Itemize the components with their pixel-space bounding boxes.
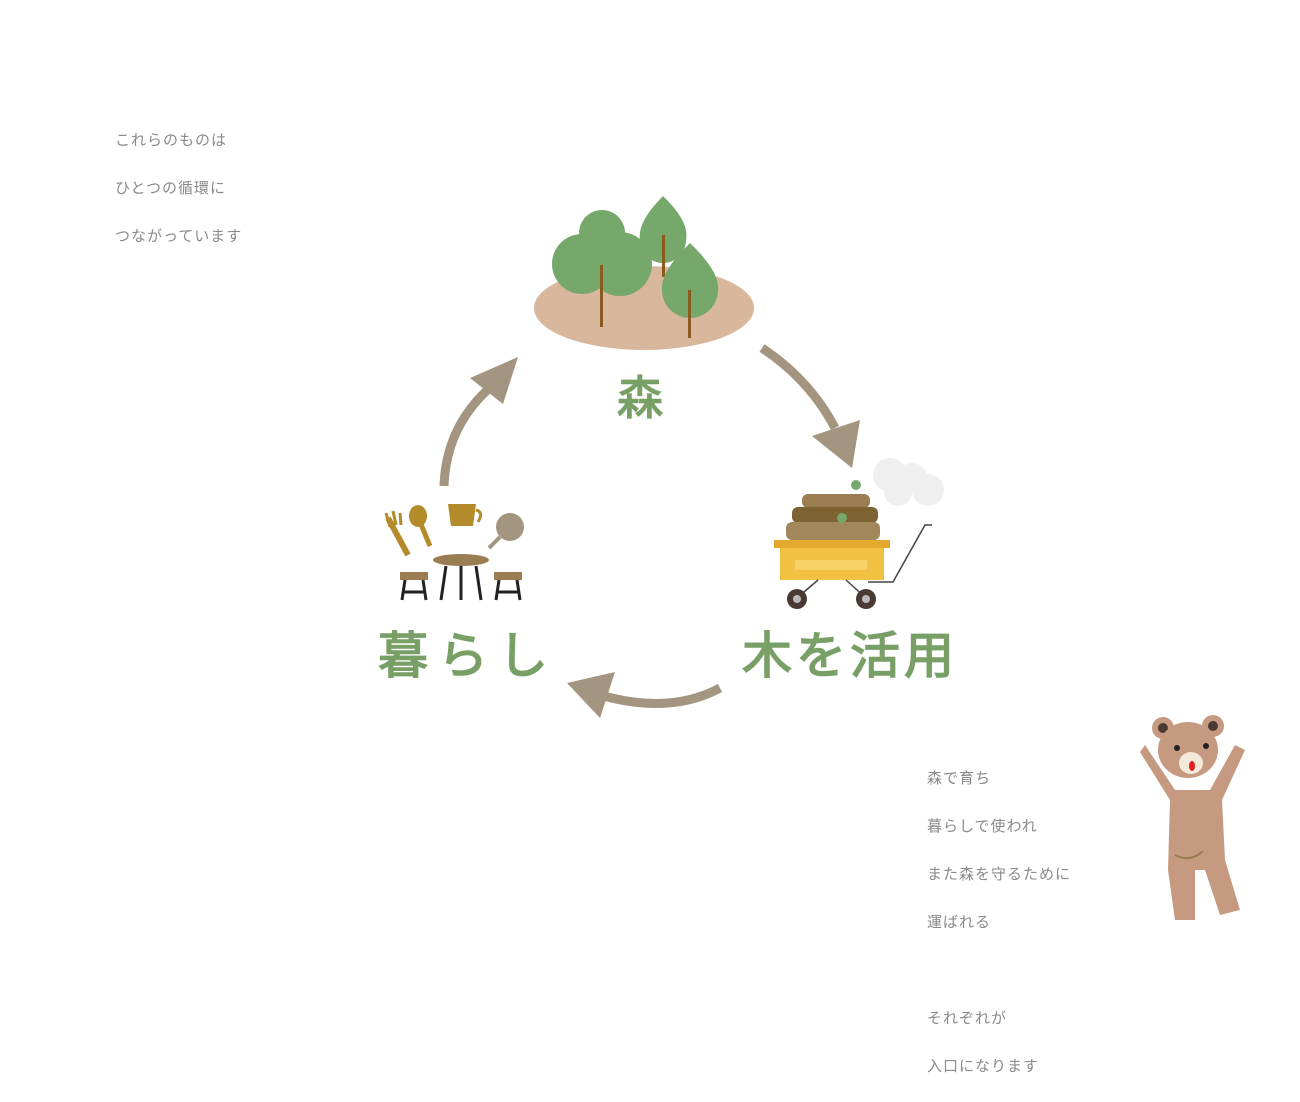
arrow-head-forest-to-wood [812,420,860,468]
forest-illustration [534,196,754,350]
intro-line: ひとつの循環に [115,179,226,197]
bear-note-line: 運ばれる [927,913,992,931]
arrow-head-wood-to-living [567,672,615,718]
living-label: 暮らし [378,627,558,685]
wood-cart-illustration [774,458,944,609]
wood-label: 木を活用 [742,627,958,685]
intro-line: つながっています [115,227,243,245]
living-illustration [384,504,524,601]
bear-note-line: 暮らしで使われ [927,817,1038,835]
intro-note: これらのものは ひとつの循環に つながっています [115,104,242,272]
bear-note-line: 森で育ち [927,769,992,787]
bear-note-line: また森を守るために [927,865,1072,883]
bear-note-line: それぞれが [927,1009,1008,1027]
bear-note-spacer [927,958,1071,982]
forest-label: 森 [617,371,669,425]
bear-note: 森で育ち 暮らしで使われ また森を守るために 運ばれる それぞれが 入口になりま… [927,742,1071,1102]
cycle-illustration [384,196,1245,920]
arrow-head-living-to-forest [470,357,518,404]
intro-line: これらのものは [115,131,228,149]
bear-note-line: 入口になります [927,1057,1040,1075]
bear-illustration [1140,715,1245,920]
cycle-arrows [439,344,839,709]
